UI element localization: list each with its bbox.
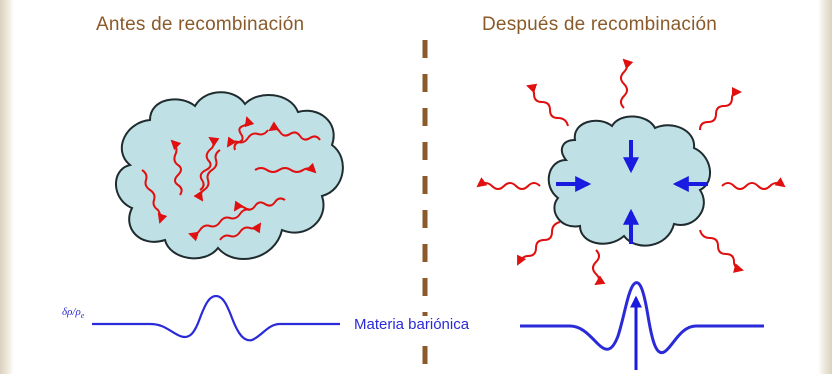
photon-icon <box>193 149 221 202</box>
baryon-wave-after <box>520 281 764 355</box>
photon-icon <box>226 129 269 148</box>
photon-icon <box>188 208 251 242</box>
density-contrast-label: δρ/ρe <box>62 306 84 320</box>
heading-after-recombination: Después de recombinación <box>482 14 718 35</box>
density-contrast-symbol: δρ/ρ <box>62 306 81 318</box>
baryonic-matter-label: Materia bariónica <box>352 316 472 333</box>
photon-icon <box>699 87 742 131</box>
cloud-before <box>115 91 344 260</box>
photon-icon <box>526 83 569 127</box>
photon-icon <box>592 249 606 286</box>
photon-icon <box>219 222 262 241</box>
photon-icon <box>721 177 786 190</box>
heading-before-recombination: Antes de recombinación <box>96 14 305 35</box>
photon-icon <box>170 139 183 196</box>
photons-after <box>476 58 786 286</box>
baryon-wave-before <box>92 294 340 342</box>
photon-icon <box>233 197 286 212</box>
photon-icon <box>517 221 561 266</box>
cloud-after <box>547 115 711 247</box>
photon-icon <box>268 121 321 141</box>
photon-icon <box>199 136 220 191</box>
photon-icon <box>254 162 317 174</box>
photon-icon <box>620 58 634 109</box>
photon-icon <box>476 177 541 190</box>
photon-icon <box>141 169 168 224</box>
gravity-arrows <box>556 140 708 244</box>
photons-before <box>141 116 321 242</box>
photon-icon <box>699 229 744 273</box>
density-contrast-subscript: e <box>80 311 85 321</box>
